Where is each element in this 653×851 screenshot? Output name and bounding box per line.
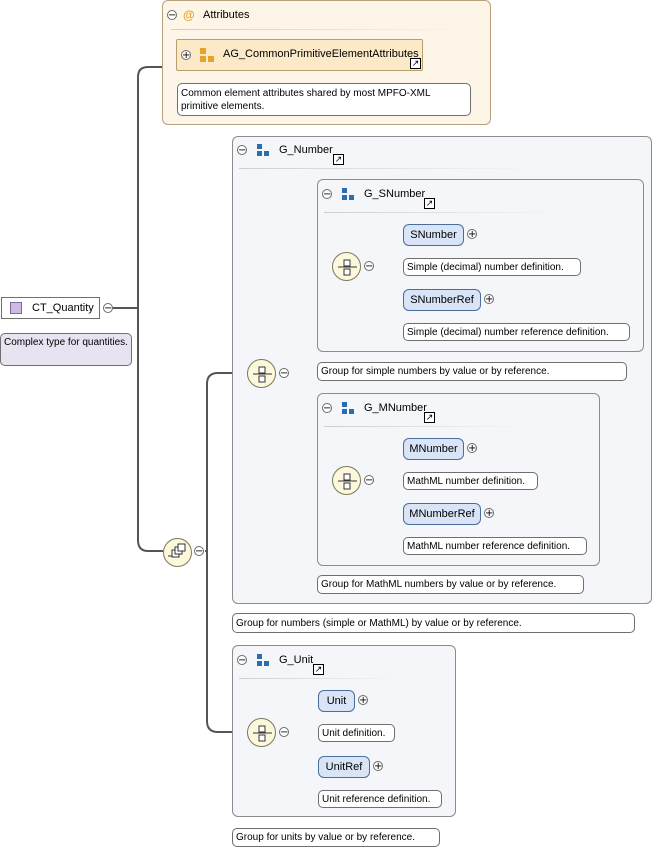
attributes-box: − @ Attributes + AG_CommonPrimitiveEleme… bbox=[162, 0, 491, 125]
divider bbox=[324, 426, 524, 427]
complex-type-note: Complex type for quantities. bbox=[0, 333, 132, 366]
complex-type-icon bbox=[10, 302, 22, 314]
element-snumber[interactable]: SNumber bbox=[403, 224, 464, 246]
at-sign-icon: @ bbox=[183, 8, 195, 22]
sequence-compositor-icon[interactable] bbox=[332, 252, 361, 281]
element-note: MathML number definition. bbox=[403, 472, 538, 490]
sequence-compositor-icon[interactable] bbox=[332, 466, 361, 495]
collapse-icon[interactable]: − bbox=[279, 368, 289, 379]
collapse-icon[interactable]: − bbox=[103, 303, 113, 314]
collapse-icon[interactable]: − bbox=[194, 546, 204, 557]
element-mnumber[interactable]: MNumber bbox=[403, 438, 464, 460]
collapse-icon[interactable]: − bbox=[364, 475, 374, 486]
divider bbox=[239, 168, 539, 169]
sequence-compositor-icon[interactable] bbox=[247, 718, 276, 747]
collapse-icon[interactable]: − bbox=[279, 727, 289, 738]
divider bbox=[324, 212, 564, 213]
attribute-group-icon-part bbox=[208, 56, 214, 62]
group-icon-part bbox=[342, 195, 347, 200]
divider bbox=[171, 29, 471, 30]
group-title: G_Number bbox=[279, 144, 333, 156]
attribute-group-icon bbox=[200, 48, 206, 54]
expand-icon[interactable]: + bbox=[484, 508, 494, 519]
choice-compositor-icon[interactable] bbox=[163, 538, 192, 567]
complex-type-box[interactable]: CT_Quantity bbox=[1, 297, 100, 319]
divider bbox=[239, 678, 399, 679]
attribute-group-ref[interactable]: + AG_CommonPrimitiveElementAttributes ↗ bbox=[176, 39, 423, 71]
expand-icon[interactable]: + bbox=[467, 229, 477, 240]
group-icon-part bbox=[257, 151, 262, 156]
group-title: G_Unit bbox=[279, 654, 314, 666]
element-note: Unit definition. bbox=[318, 724, 395, 742]
group-icon-part bbox=[342, 409, 347, 414]
element-note: Simple (decimal) number reference defini… bbox=[403, 323, 630, 341]
group-note: Group for units by value or by reference… bbox=[232, 828, 440, 847]
element-unitref[interactable]: UnitRef bbox=[318, 756, 370, 778]
group-icon-part bbox=[264, 151, 269, 156]
group-note: Group for simple numbers by value or by … bbox=[317, 362, 627, 381]
collapse-icon[interactable]: − bbox=[237, 655, 247, 666]
group-title: G_SNumber bbox=[364, 188, 426, 200]
element-mnumberref[interactable]: MNumberRef bbox=[403, 503, 481, 525]
complex-type-name: CT_Quantity bbox=[32, 302, 94, 314]
reference-arrow-icon[interactable]: ↗ bbox=[424, 198, 435, 209]
collapse-icon[interactable]: − bbox=[322, 403, 332, 414]
collapse-icon[interactable]: − bbox=[237, 145, 247, 156]
reference-arrow-icon[interactable]: ↗ bbox=[333, 154, 344, 165]
group-icon-part bbox=[349, 409, 354, 414]
collapse-icon[interactable]: − bbox=[167, 10, 177, 21]
element-unit[interactable]: Unit bbox=[318, 690, 355, 712]
expand-icon[interactable]: + bbox=[358, 695, 368, 706]
group-icon-part bbox=[257, 661, 262, 666]
expand-icon[interactable]: + bbox=[181, 50, 191, 61]
group-title: G_MNumber bbox=[364, 402, 427, 414]
group-icon bbox=[257, 654, 262, 659]
sequence-compositor-icon[interactable] bbox=[247, 359, 276, 388]
group-note: Group for MathML numbers by value or by … bbox=[317, 575, 584, 594]
reference-arrow-icon[interactable]: ↗ bbox=[313, 664, 324, 675]
group-icon bbox=[342, 188, 347, 193]
collapse-icon[interactable]: − bbox=[364, 261, 374, 272]
group-icon-part bbox=[349, 195, 354, 200]
group-icon bbox=[342, 402, 347, 407]
group-note: Group for numbers (simple or MathML) by … bbox=[232, 613, 635, 633]
collapse-icon[interactable]: − bbox=[322, 189, 332, 200]
element-note: Unit reference definition. bbox=[318, 790, 442, 808]
reference-arrow-icon[interactable]: ↗ bbox=[410, 58, 421, 69]
expand-icon[interactable]: + bbox=[467, 443, 477, 454]
expand-icon[interactable]: + bbox=[373, 761, 383, 772]
attributes-title: Attributes bbox=[203, 9, 250, 21]
expand-icon[interactable]: + bbox=[484, 294, 494, 305]
group-icon bbox=[257, 144, 262, 149]
reference-arrow-icon[interactable]: ↗ bbox=[424, 412, 435, 423]
element-snumberref[interactable]: SNumberRef bbox=[403, 289, 481, 311]
group-icon-part bbox=[264, 661, 269, 666]
element-note: MathML number reference definition. bbox=[403, 537, 587, 555]
attributes-note: Common element attributes shared by most… bbox=[177, 83, 471, 116]
attribute-group-icon-part bbox=[200, 56, 206, 62]
attribute-group-name: AG_CommonPrimitiveElementAttributes bbox=[223, 48, 419, 60]
element-note: Simple (decimal) number definition. bbox=[403, 258, 581, 276]
